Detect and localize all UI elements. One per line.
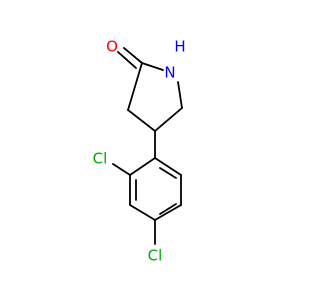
bond-aryl-c3-c4	[129, 204, 156, 221]
bond-ch-to-ch2	[127, 109, 156, 132]
bond-carbonyl-c-to-n	[141, 62, 164, 71]
bond-aryl-c4-c5	[154, 204, 182, 221]
bond-ch2-to-carbonyl-c	[127, 62, 143, 111]
molecule-diagram: O N H Cl Cl	[93, 38, 186, 265]
bond-carbonyl-double-2	[117, 51, 137, 69]
bond-aryl-c1-c2	[129, 157, 156, 176]
bond-carbonyl-double-1	[123, 47, 143, 64]
chlorine-ortho-label: Cl	[93, 150, 108, 168]
bond-aryl-inner-3	[159, 167, 177, 179]
bond-aryl-to-cl-ortho	[112, 163, 131, 176]
structure-canvas: O N H Cl Cl	[93, 38, 186, 265]
nitrogen-hydrogen-label: H	[174, 38, 185, 56]
bond-aryl-c6-c1	[154, 157, 182, 176]
nitrogen-label: N	[164, 64, 175, 82]
bond-n-to-ch2	[177, 81, 183, 109]
oxygen-label: O	[106, 38, 118, 56]
chlorine-para-label: Cl	[148, 247, 163, 265]
bond-ch2-to-ch	[154, 107, 183, 132]
bond-aryl-inner-2	[159, 203, 177, 215]
